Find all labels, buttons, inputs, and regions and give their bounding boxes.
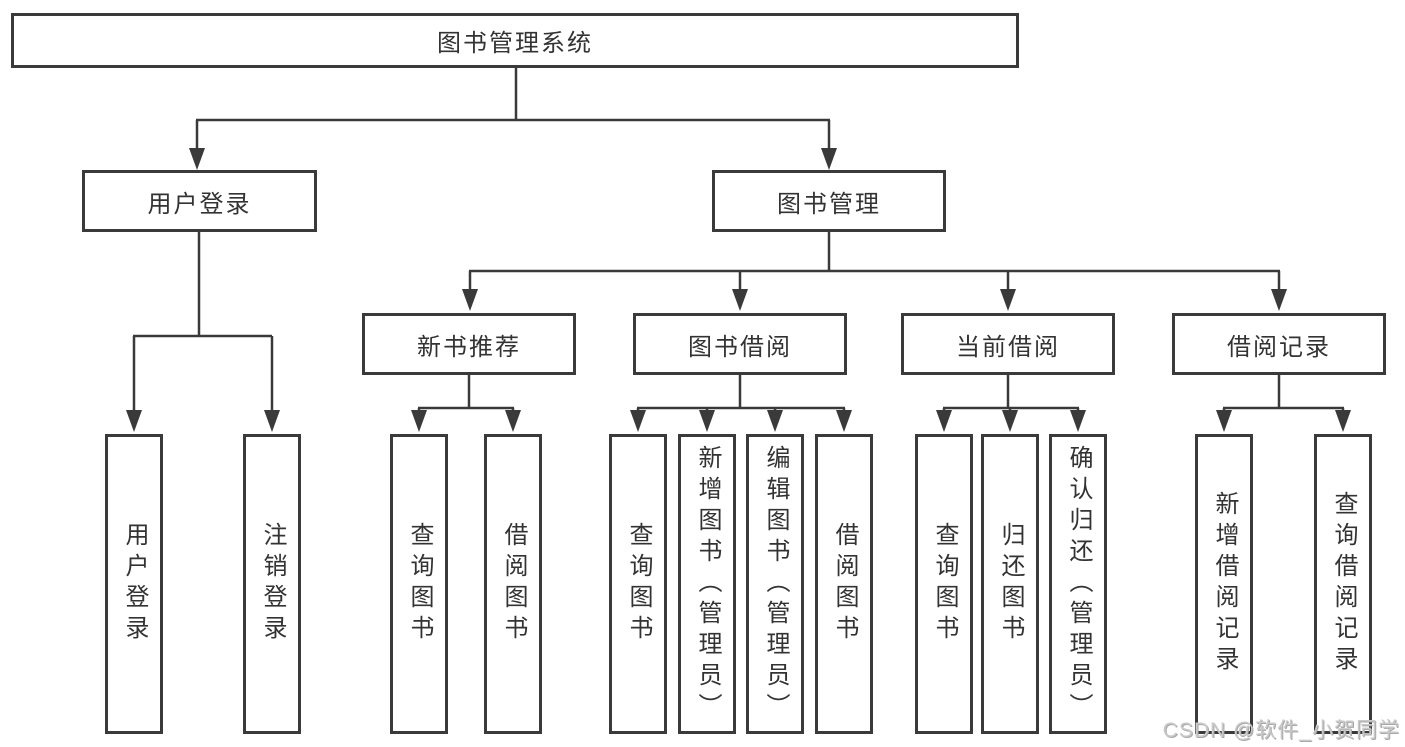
arrowhead [936,410,952,432]
arrowhead [411,410,427,432]
leaf-edit-books-admin: 编辑图书（管理员） [746,434,804,734]
connector-currentborrow-to-leaves [942,375,1080,415]
arrowhead [126,410,142,432]
node-label: 查询借阅记录 [1330,491,1357,677]
leaf-user-login: 用户登录 [105,434,163,734]
node-user-login: 用户登录 [82,170,317,232]
connector-root-to-level2 [195,68,831,152]
node-label: 用户登录 [121,522,148,646]
leaf-add-books-admin: 新增图书（管理员） [678,434,736,734]
arrowhead [462,289,478,311]
arrowhead [699,410,715,432]
leaf-return-books: 归还图书 [981,434,1039,734]
arrowhead [505,410,521,432]
arrowhead [189,148,205,170]
arrowhead [767,410,783,432]
node-label: 借阅图书 [831,522,858,646]
arrowhead [1216,410,1232,432]
node-label: 确认归还（管理员） [1065,444,1092,724]
node-label: 新增图书（管理员） [694,444,721,724]
leaf-borrow-books-recommend: 借阅图书 [484,434,542,734]
leaf-borrow-books-borrowing: 借阅图书 [815,434,873,734]
arrowhead [732,289,748,311]
node-library-management-system: 图书管理系统 [11,13,1019,68]
node-book-borrowing: 图书借阅 [633,313,847,375]
node-borrowing-records: 借阅记录 [1172,313,1386,375]
node-label: 借阅记录 [1227,333,1331,361]
arrowhead [1271,289,1287,311]
connector-bookborrow-to-leaves [636,375,846,415]
leaf-query-books-recommend: 查询图书 [390,434,448,734]
arrowhead [1070,410,1086,432]
node-label: 新书推荐 [417,333,521,361]
leaf-logout: 注销登录 [243,434,301,734]
leaf-confirm-return-admin: 确认归还（管理员） [1049,434,1107,734]
arrowhead [836,410,852,432]
arrowhead [1002,410,1018,432]
node-label: 图书借阅 [688,333,792,361]
arrowhead [821,148,837,170]
leaf-add-borrow-record: 新增借阅记录 [1195,434,1253,734]
node-label: 编辑图书（管理员） [762,444,789,724]
arrowhead [1335,410,1351,432]
node-label: 归还图书 [997,522,1024,646]
node-label: 查询图书 [625,522,652,646]
node-book-management: 图书管理 [712,170,946,232]
node-label: 用户登录 [147,190,252,218]
node-label: 查询图书 [406,522,433,646]
node-label: 新增借阅记录 [1211,491,1238,677]
arrowhead [630,410,646,432]
csdn-watermark: CSDN @软件_小贺同学 [1162,719,1400,742]
node-label: 查询图书 [931,522,958,646]
node-label: 当前借阅 [956,333,1060,361]
arrowhead [1000,289,1016,311]
node-current-borrowing: 当前借阅 [901,313,1115,375]
arrowhead [264,410,280,432]
connector-borrowrecords-to-leaves [1222,375,1345,415]
leaf-query-books-borrowing: 查询图书 [609,434,667,734]
connector-userlogin-to-leaves [132,232,274,414]
node-label: 图书管理 [777,190,881,218]
leaf-query-borrow-record: 查询借阅记录 [1314,434,1372,734]
connector-bookmgmt-to-level3 [468,232,1281,293]
node-new-book-recommendation: 新书推荐 [362,313,576,375]
connector-newbook-to-leaves [417,375,515,415]
node-label: 图书管理系统 [437,30,593,57]
node-label: 注销登录 [259,522,286,646]
node-label: 借阅图书 [500,522,527,646]
leaf-query-books-current: 查询图书 [915,434,973,734]
